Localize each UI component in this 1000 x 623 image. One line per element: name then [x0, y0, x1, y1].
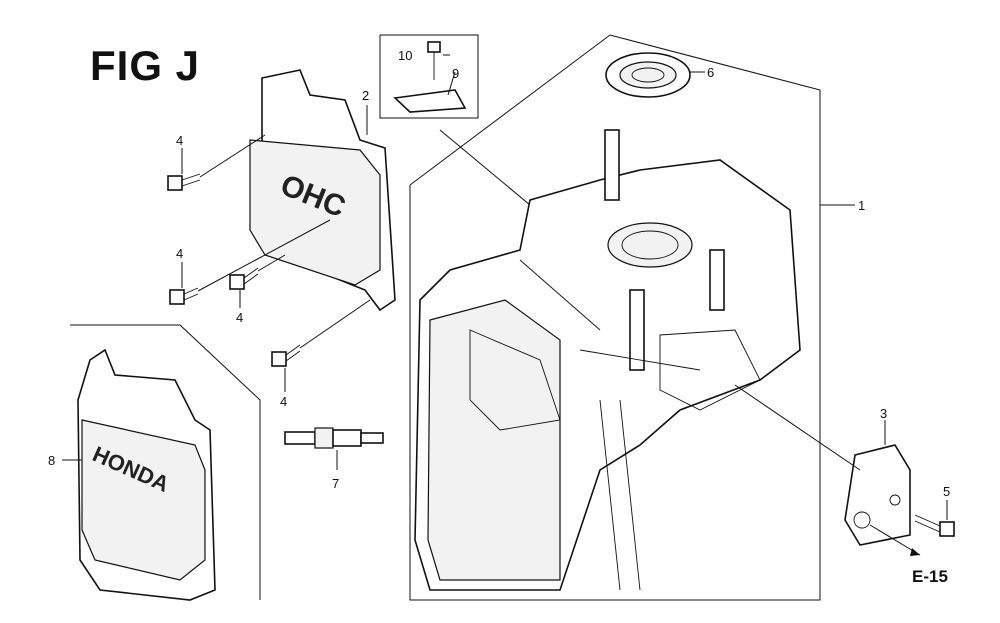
bolt-4b	[169, 287, 199, 305]
callout-2: 2	[362, 88, 369, 103]
callout-5: 5	[943, 484, 950, 499]
callout-8: 8	[48, 453, 55, 468]
breather-plate	[844, 444, 955, 556]
callout-7: 7	[332, 476, 339, 491]
bolts	[167, 134, 371, 367]
assembly-frames	[70, 34, 855, 601]
callout-9: 9	[452, 66, 459, 81]
bolt-4c	[229, 267, 259, 290]
callout-4d: 4	[280, 394, 287, 409]
callout-4b: 4	[176, 246, 183, 261]
engine-block	[414, 129, 861, 591]
valve-cover-ohc: OHC	[249, 69, 396, 312]
frame-cover-group	[70, 324, 261, 600]
callout-labels: 1 2 3 4 4 4 4 5 6 7 8 9 10 E-15	[48, 48, 950, 586]
frame-engine-block	[409, 34, 821, 601]
bolt-4d	[271, 344, 301, 367]
oil-seal	[605, 52, 705, 98]
leader-lines	[62, 105, 948, 520]
callout-4c: 4	[236, 310, 243, 325]
spark-plug	[284, 427, 384, 470]
callout-6: 6	[707, 65, 714, 80]
bolt-4a	[167, 173, 201, 191]
figure-title: FIG J	[90, 42, 201, 89]
callout-1: 1	[858, 198, 865, 213]
callout-10: 10	[398, 48, 412, 63]
outer-cover-honda: HONDA	[77, 348, 216, 601]
frame-bracket-group	[379, 34, 479, 119]
callout-3: 3	[880, 406, 887, 421]
callout-4a: 4	[176, 133, 183, 148]
page-reference: E-15	[912, 567, 948, 586]
